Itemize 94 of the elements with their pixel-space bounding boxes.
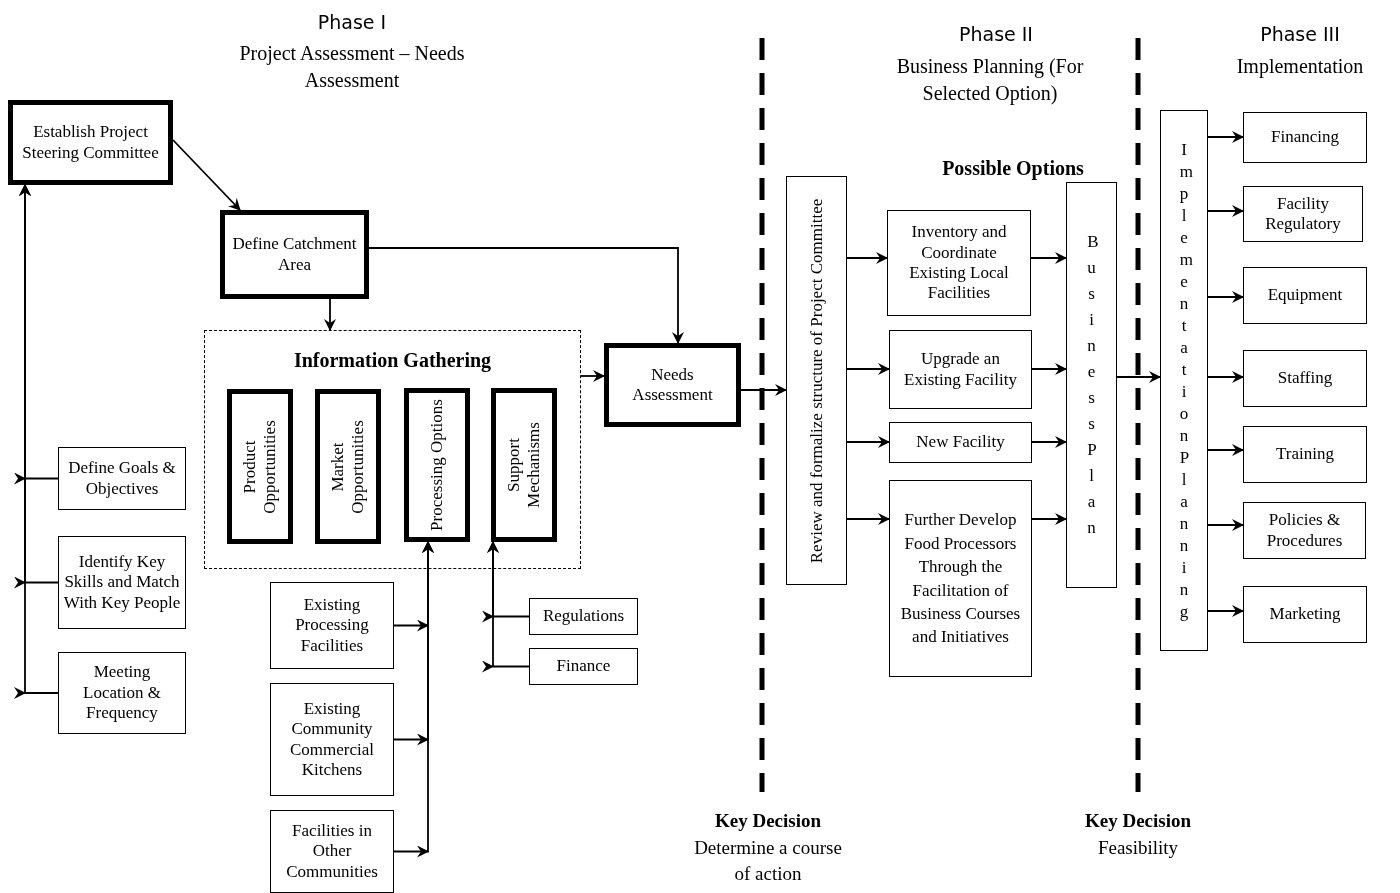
arrow (846, 252, 888, 264)
process-box (270, 810, 394, 893)
box-text: Support Mechanisms (503, 421, 544, 510)
arrow (172, 139, 241, 211)
process-box (227, 389, 293, 544)
box-text: Marketing (1268, 604, 1342, 625)
process-box (58, 447, 186, 510)
process-box (786, 176, 847, 585)
box-text: Inventory and Coordinate Existing Local Facilities (908, 222, 1010, 304)
section-heading: Possible Options (941, 156, 1085, 182)
box-text: Processing Options (426, 398, 447, 533)
group-heading: Information Gathering (292, 349, 493, 372)
box-text: Policies & Procedures (1265, 510, 1344, 551)
box-text: Establish Project Steering Committee (21, 122, 160, 163)
box-text: Training (1275, 444, 1335, 465)
process-box (220, 210, 369, 299)
box-text: Upgrade an Existing Facility (903, 349, 1018, 390)
box-text: Review and formalize structure of Project Committee (806, 197, 827, 565)
phase-subtitle: Project Assessment – Needs Assessment (238, 41, 466, 93)
box-text: Define Catchment Area (231, 234, 358, 275)
arrow (580, 370, 605, 382)
process-box (1243, 502, 1366, 559)
box-text: Financing (1270, 127, 1340, 148)
box-text: Meeting Location & Frequency (82, 662, 162, 724)
process-box (529, 648, 638, 685)
box-text: Identify Key Skills and Match With Key People (62, 551, 182, 614)
phase-heading: Phase III (1259, 22, 1341, 47)
arrow (1031, 436, 1067, 448)
box-text: Facility Regulatory (1264, 193, 1342, 235)
box-text: Product Opportunities (239, 418, 280, 516)
arrow (846, 363, 890, 375)
process-box (404, 388, 470, 542)
box-text: Facilities in Other Communities (285, 820, 379, 883)
arrow (1207, 131, 1244, 143)
process-box (889, 480, 1032, 677)
process-box (889, 330, 1032, 409)
box-text: Existing Processing Facilities (294, 594, 370, 657)
arrow (1030, 252, 1067, 264)
process-box (270, 582, 394, 669)
arrow (1207, 291, 1244, 303)
process-box (8, 100, 173, 185)
process-box (1160, 110, 1208, 651)
box-text: Equipment (1266, 285, 1344, 306)
box-text: Needs Assessment (631, 364, 714, 406)
process-box (889, 422, 1032, 463)
process-box (1243, 267, 1367, 324)
box-text: Market Opportunities (327, 418, 368, 516)
box-text: Regulations (541, 606, 626, 627)
phase-subtitle: Business Planning (For Selected Option) (895, 54, 1085, 107)
arrow (846, 513, 890, 525)
process-box (58, 536, 186, 629)
process-box (529, 598, 638, 635)
process-box (315, 389, 381, 544)
phase-heading: Phase I (316, 10, 388, 35)
arrow (1207, 605, 1244, 617)
box-text: Define Goals & Objectives (67, 458, 177, 499)
arrow (1207, 444, 1244, 456)
phase-subtitle: Implementation (1235, 54, 1365, 80)
arrow (740, 384, 787, 396)
arrow (1031, 363, 1067, 375)
process-box (1243, 426, 1367, 483)
process-box (1243, 586, 1367, 643)
arrow (324, 298, 336, 331)
arrow (1207, 205, 1244, 217)
process-box (491, 388, 557, 542)
process-box (887, 210, 1031, 316)
arrow (1207, 519, 1244, 531)
decision-note: Feasibility (1096, 836, 1180, 860)
process-box (604, 343, 741, 427)
process-box (58, 652, 186, 734)
decision-note: Determine a course of action (693, 836, 843, 886)
arrow (368, 247, 684, 344)
phase-heading: Phase II (958, 22, 1034, 47)
arrow (1116, 371, 1161, 383)
box-text: Staffing (1276, 368, 1334, 389)
box-text: New Facility (915, 432, 1006, 453)
process-box (270, 683, 394, 796)
arrow (393, 541, 434, 858)
process-box (1066, 182, 1117, 588)
arrow (846, 436, 890, 448)
box-text: Further Develop Food Processors Through the Facilitation of Business Courses and Initiatives (899, 509, 1022, 649)
decision-heading: Key Decision (713, 809, 823, 833)
arrow (1031, 513, 1067, 525)
process-box (1243, 186, 1363, 242)
decision-heading: Key Decision (1083, 809, 1193, 833)
box-text: Business Plan (1087, 231, 1096, 539)
arrow (1207, 371, 1244, 383)
process-box (1243, 112, 1367, 163)
dashed-group-frame (204, 330, 581, 569)
process-box (1243, 350, 1367, 407)
box-text: Existing Community Commercial Kitchens (289, 698, 375, 781)
box-text: Finance (555, 656, 612, 677)
arrow (482, 541, 530, 673)
arrow (14, 184, 59, 699)
